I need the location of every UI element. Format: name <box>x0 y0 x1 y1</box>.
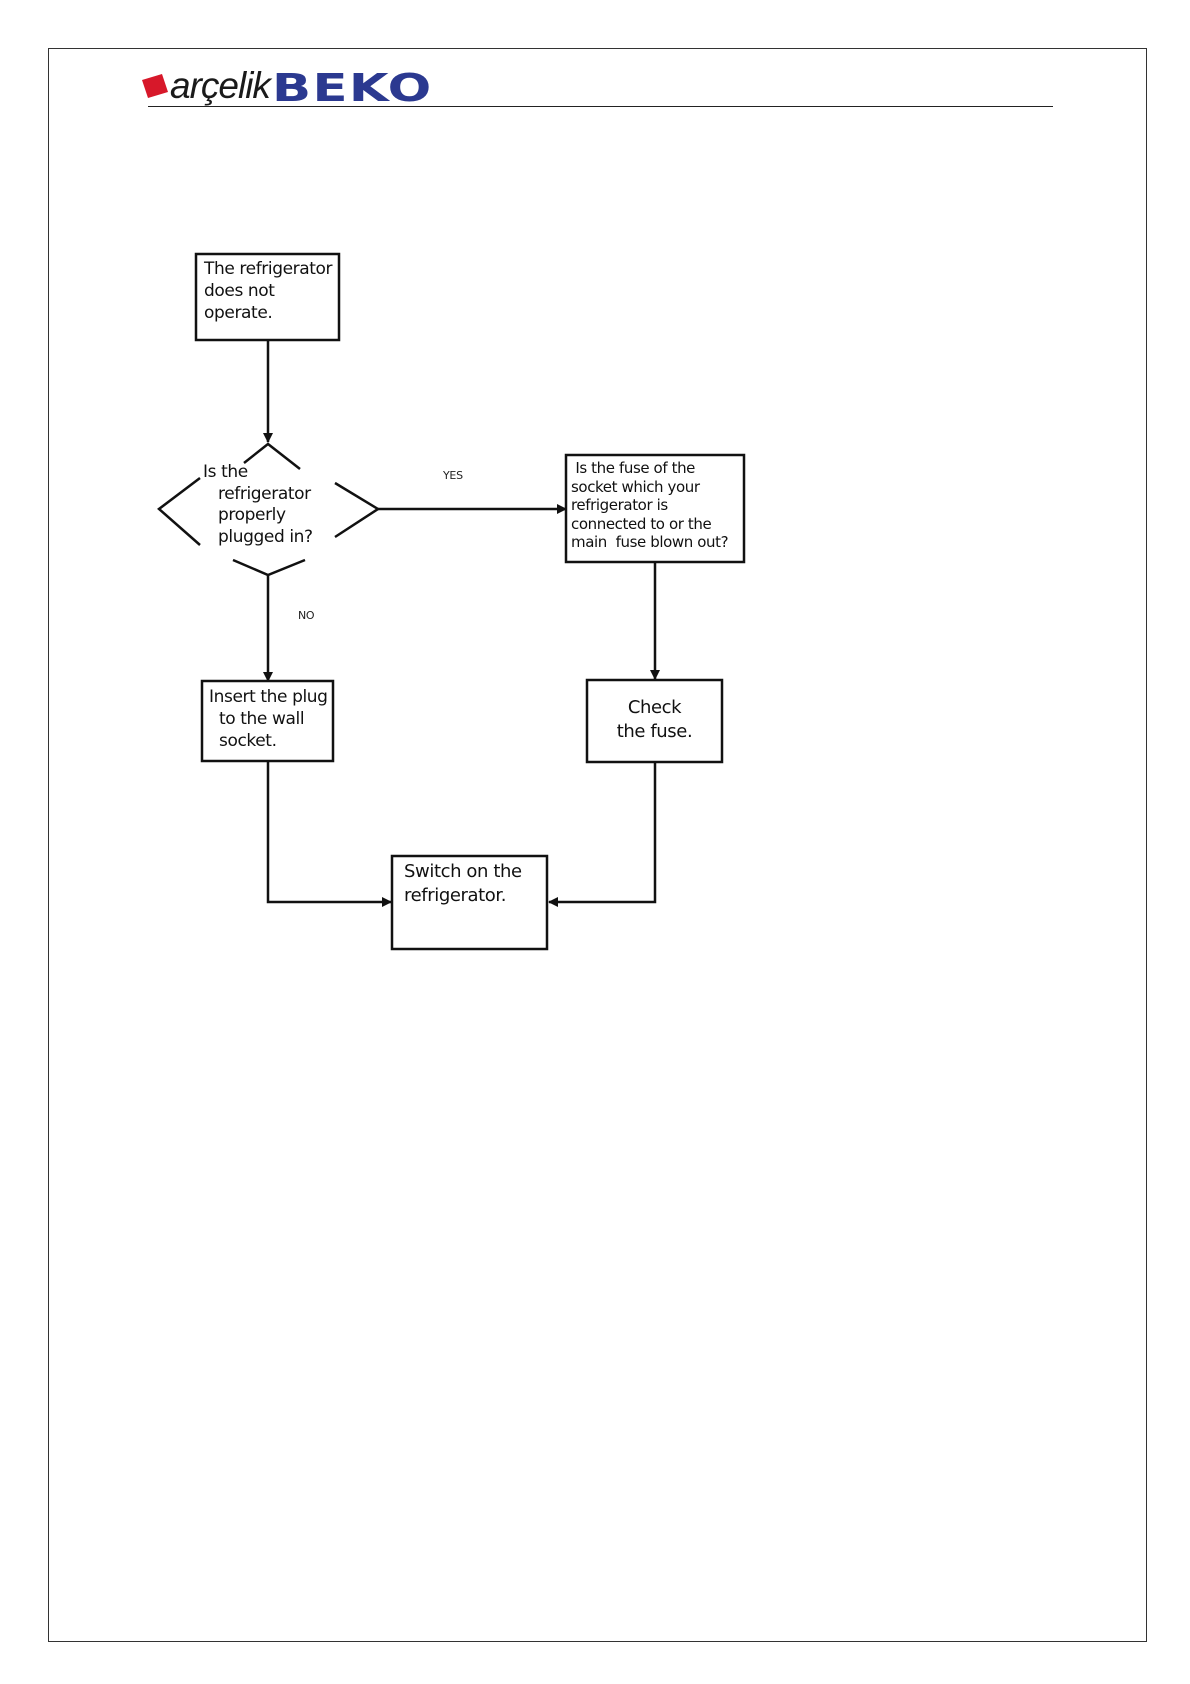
edge-check-to-switch <box>549 762 655 902</box>
node-decision-plug-text: Is the refrigerator properly plugged in? <box>203 462 313 548</box>
edge-label-yes: YES <box>443 469 463 482</box>
node-fuse-question-text: Is the fuse of the socket which your ref… <box>571 459 728 552</box>
edge-insert-to-switch <box>268 761 391 902</box>
node-start-text: The refrigerator does not operate. <box>204 258 332 324</box>
node-check-fuse-text: Check the fuse. <box>587 696 722 744</box>
node-insert-plug-text: Insert the plug to the wall socket. <box>209 686 328 752</box>
node-switch-on-text: Switch on the refrigerator. <box>404 860 522 908</box>
edge-label-no: NO <box>298 609 314 622</box>
